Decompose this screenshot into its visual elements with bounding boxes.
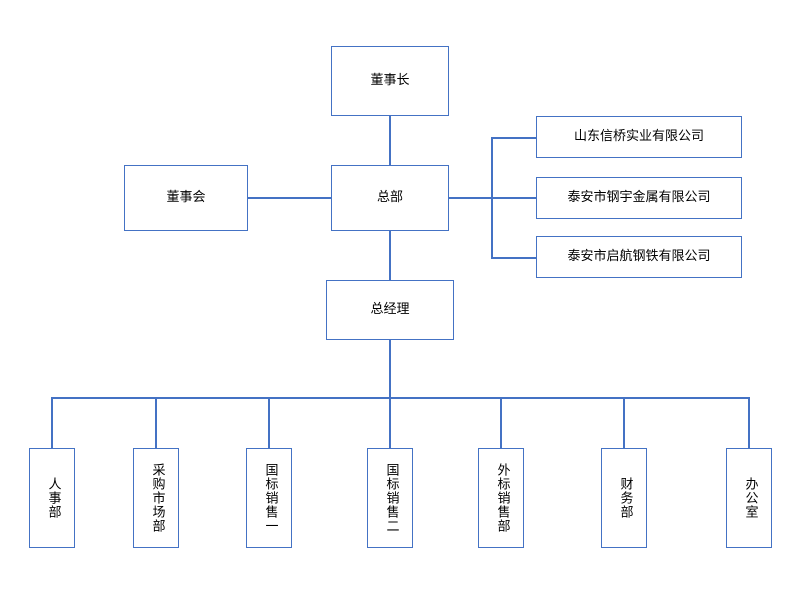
node-headquarters-label: 总部 [376, 189, 403, 205]
node-subsidiary-3-label: 泰安市启航钢铁有限公司 [567, 248, 711, 264]
node-dept-hr[interactable]: 人事部 [29, 448, 75, 548]
connector-bus-dept-sales1 [268, 397, 270, 448]
node-dept-sales-2-label: 国标销售二 [383, 463, 399, 533]
node-subsidiary-2-label: 泰安市钢宇金属有限公司 [567, 189, 711, 205]
connector-hq-bus [449, 197, 492, 199]
connector-bus-dept-sales2 [389, 397, 391, 448]
connector-bus-sub3 [491, 257, 536, 259]
node-headquarters[interactable]: 总部 [331, 165, 449, 231]
connector-bus-dept-fin [623, 397, 625, 448]
connector-bus-dept-purch [155, 397, 157, 448]
connector-bus-dept-hr [51, 397, 53, 448]
node-dept-hr-label: 人事部 [45, 477, 61, 519]
connector-department-bus [51, 397, 749, 399]
node-subsidiary-3[interactable]: 泰安市启航钢铁有限公司 [536, 236, 742, 278]
node-board[interactable]: 董事会 [124, 165, 248, 231]
connector-bus-sub2 [491, 197, 536, 199]
node-dept-office-label: 办公室 [742, 477, 758, 519]
node-general-manager[interactable]: 总经理 [326, 280, 454, 340]
node-dept-purchasing-label: 采购市场部 [149, 463, 165, 533]
node-board-label: 董事会 [166, 189, 206, 205]
node-subsidiary-2[interactable]: 泰安市钢宇金属有限公司 [536, 177, 742, 219]
node-chairman-label: 董事长 [370, 72, 410, 88]
connector-board-hq [248, 197, 331, 199]
node-dept-office[interactable]: 办公室 [726, 448, 772, 548]
connector-bus-sub1 [491, 137, 536, 139]
node-dept-finance[interactable]: 财务部 [601, 448, 647, 548]
connector-bus-dept-export [500, 397, 502, 448]
connector-chairman-hq [389, 116, 391, 165]
node-subsidiary-1-label: 山东信桥实业有限公司 [573, 128, 704, 144]
node-dept-export-sales[interactable]: 外标销售部 [478, 448, 524, 548]
node-dept-finance-label: 财务部 [617, 477, 633, 519]
node-dept-purchasing[interactable]: 采购市场部 [133, 448, 179, 548]
node-general-manager-label: 总经理 [370, 301, 410, 317]
connector-hq-gm [389, 231, 391, 280]
node-chairman[interactable]: 董事长 [331, 46, 449, 116]
connector-gm-trunk [389, 340, 391, 398]
node-dept-sales-1-label: 国标销售一 [262, 463, 278, 533]
node-dept-sales-2[interactable]: 国标销售二 [367, 448, 413, 548]
node-dept-sales-1[interactable]: 国标销售一 [246, 448, 292, 548]
node-subsidiary-1[interactable]: 山东信桥实业有限公司 [536, 116, 742, 158]
node-dept-export-sales-label: 外标销售部 [494, 463, 510, 533]
connector-bus-dept-office [748, 397, 750, 448]
